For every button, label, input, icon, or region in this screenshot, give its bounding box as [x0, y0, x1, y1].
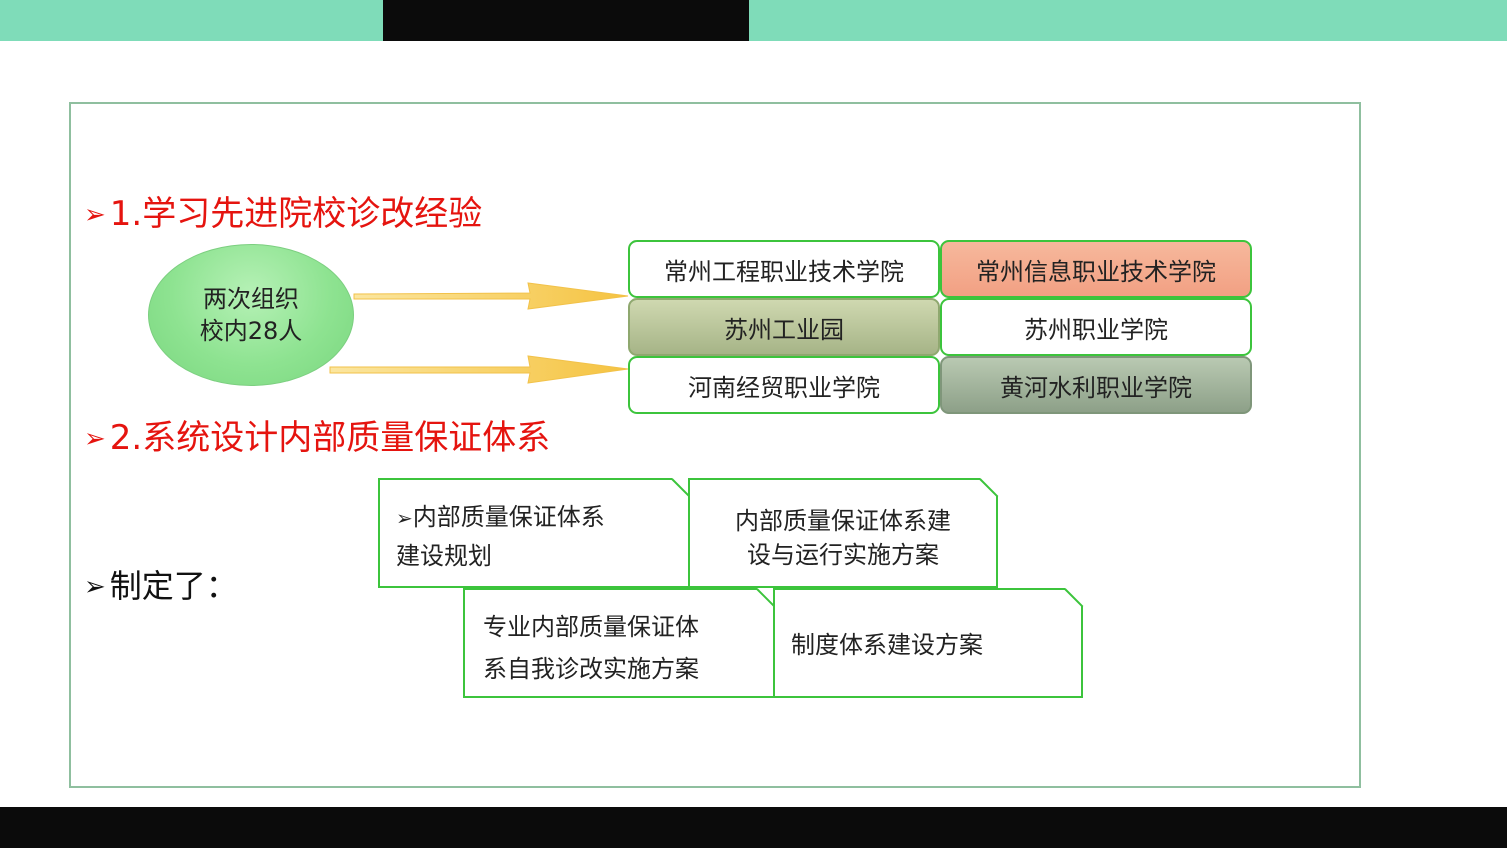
document-card: ➢内部质量保证体系 建设规划: [378, 478, 690, 588]
arrow-bullet-icon: ➢: [84, 200, 106, 230]
school-name: 苏州工业园: [724, 315, 844, 344]
school-name: 河南经贸职业学院: [688, 373, 880, 402]
top-black-bar: [383, 0, 749, 41]
document-card: 内部质量保证体系建 设与运行实施方案: [688, 478, 998, 588]
document-card: 专业内部质量保证体 系自我诊改实施方案: [463, 588, 775, 698]
arrow-bullet-icon: ➢: [84, 424, 106, 454]
document-line: 内部质量保证体系建: [735, 507, 951, 535]
heading-2-text: 2.系统设计内部质量保证体系: [109, 418, 551, 458]
school-cell: 常州工程职业技术学院: [628, 240, 940, 298]
arrow-bullet-icon: ➢: [84, 572, 106, 602]
school-cell: 河南经贸职业学院: [628, 356, 940, 414]
bottom-black-bar: [0, 807, 1507, 848]
top-mint-bar-right: [749, 0, 1507, 41]
arrow-right-icon: [353, 282, 629, 310]
visit-group-ellipse: 两次组织 校内28人: [148, 244, 354, 386]
document-line: 系自我诊改实施方案: [483, 655, 699, 683]
heading-2: ➢2.系统设计内部质量保证体系: [84, 421, 550, 455]
heading-1: ➢1.学习先进院校诊改经验: [84, 197, 482, 231]
heading-3: ➢制定了：: [84, 570, 238, 602]
school-cell: 苏州工业园: [628, 298, 940, 356]
school-cell: 常州信息职业技术学院: [940, 240, 1252, 298]
document-line: 制度体系建设方案: [791, 631, 983, 659]
school-name: 常州信息职业技术学院: [976, 257, 1216, 286]
document-card: 制度体系建设方案: [773, 588, 1083, 698]
ellipse-line-1: 两次组织: [202, 285, 299, 313]
school-name: 苏州职业学院: [1024, 315, 1168, 344]
school-cell: 苏州职业学院: [940, 298, 1252, 356]
school-cell: 黄河水利职业学院: [940, 356, 1252, 414]
heading-3-text: 制定了：: [109, 567, 238, 605]
document-line: 专业内部质量保证体: [483, 613, 699, 641]
document-line: 设与运行实施方案: [747, 541, 939, 569]
arrow-right-icon: [329, 355, 629, 384]
heading-1-text: 1.学习先进院校诊改经验: [109, 194, 483, 234]
content-frame: [69, 102, 1361, 788]
document-line: 建设规划: [396, 542, 492, 570]
arrow-bullet-icon: ➢: [396, 506, 413, 530]
ellipse-line-2: 校内28人: [199, 317, 303, 345]
school-name: 常州工程职业技术学院: [664, 257, 904, 286]
top-mint-bar-left: [0, 0, 383, 41]
document-line: 内部质量保证体系: [412, 503, 605, 531]
school-name: 黄河水利职业学院: [1000, 373, 1192, 402]
